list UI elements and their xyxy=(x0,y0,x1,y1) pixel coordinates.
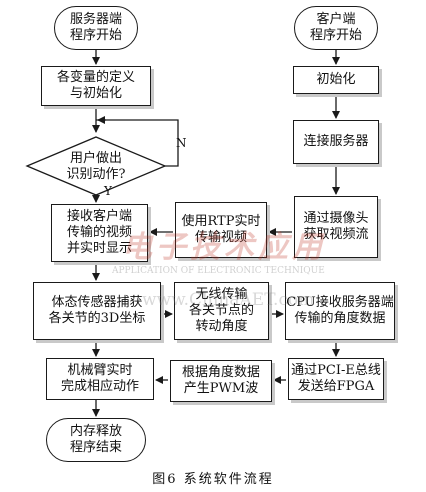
client-init-box: 初始化 xyxy=(293,66,379,94)
decision-yes-label: Y xyxy=(104,184,112,198)
arm-action-box: 机械臂实时 完成相应动作 xyxy=(46,358,154,400)
server-start-terminal: 服务器端 程序开始 xyxy=(54,6,138,50)
sensor-capture-box: 体态传感器捕获 各关节的3D坐标 xyxy=(33,282,161,340)
wireless-angle-box: 无线传输 各关节点的 转动角度 xyxy=(174,282,269,340)
figure-caption: 图6 系统软件流程 xyxy=(152,472,274,487)
connect-server-box: 连接服务器 xyxy=(293,120,379,164)
user-action-decision-label: 用户做出 识别动作? xyxy=(66,151,126,182)
pcie-fpga-box: 通过PCI-E总线 发送给FPGA xyxy=(288,358,384,400)
memory-release-terminal: 内存释放 程序结束 xyxy=(46,418,146,462)
client-start-terminal: 客户端 程序开始 xyxy=(294,6,378,50)
rtp-video-box: 使用RTP实时 传输视频 xyxy=(175,202,267,258)
decision-diamond xyxy=(25,136,167,196)
camera-capture-box: 通过摄像头 获取视频流 xyxy=(294,196,378,258)
decision-no-label: N xyxy=(176,136,187,150)
cpu-receive-box: CPU接收服务器端 传输的角度数据 xyxy=(285,282,395,340)
pwm-generate-box: 根据角度数据 产生PWM波 xyxy=(170,360,272,402)
receive-video-box: 接收客户端 传输的视频 并实时显示 xyxy=(51,204,148,262)
define-variables-box: 各变量的定义 与初始化 xyxy=(41,66,151,106)
loop-no-line xyxy=(96,119,179,167)
